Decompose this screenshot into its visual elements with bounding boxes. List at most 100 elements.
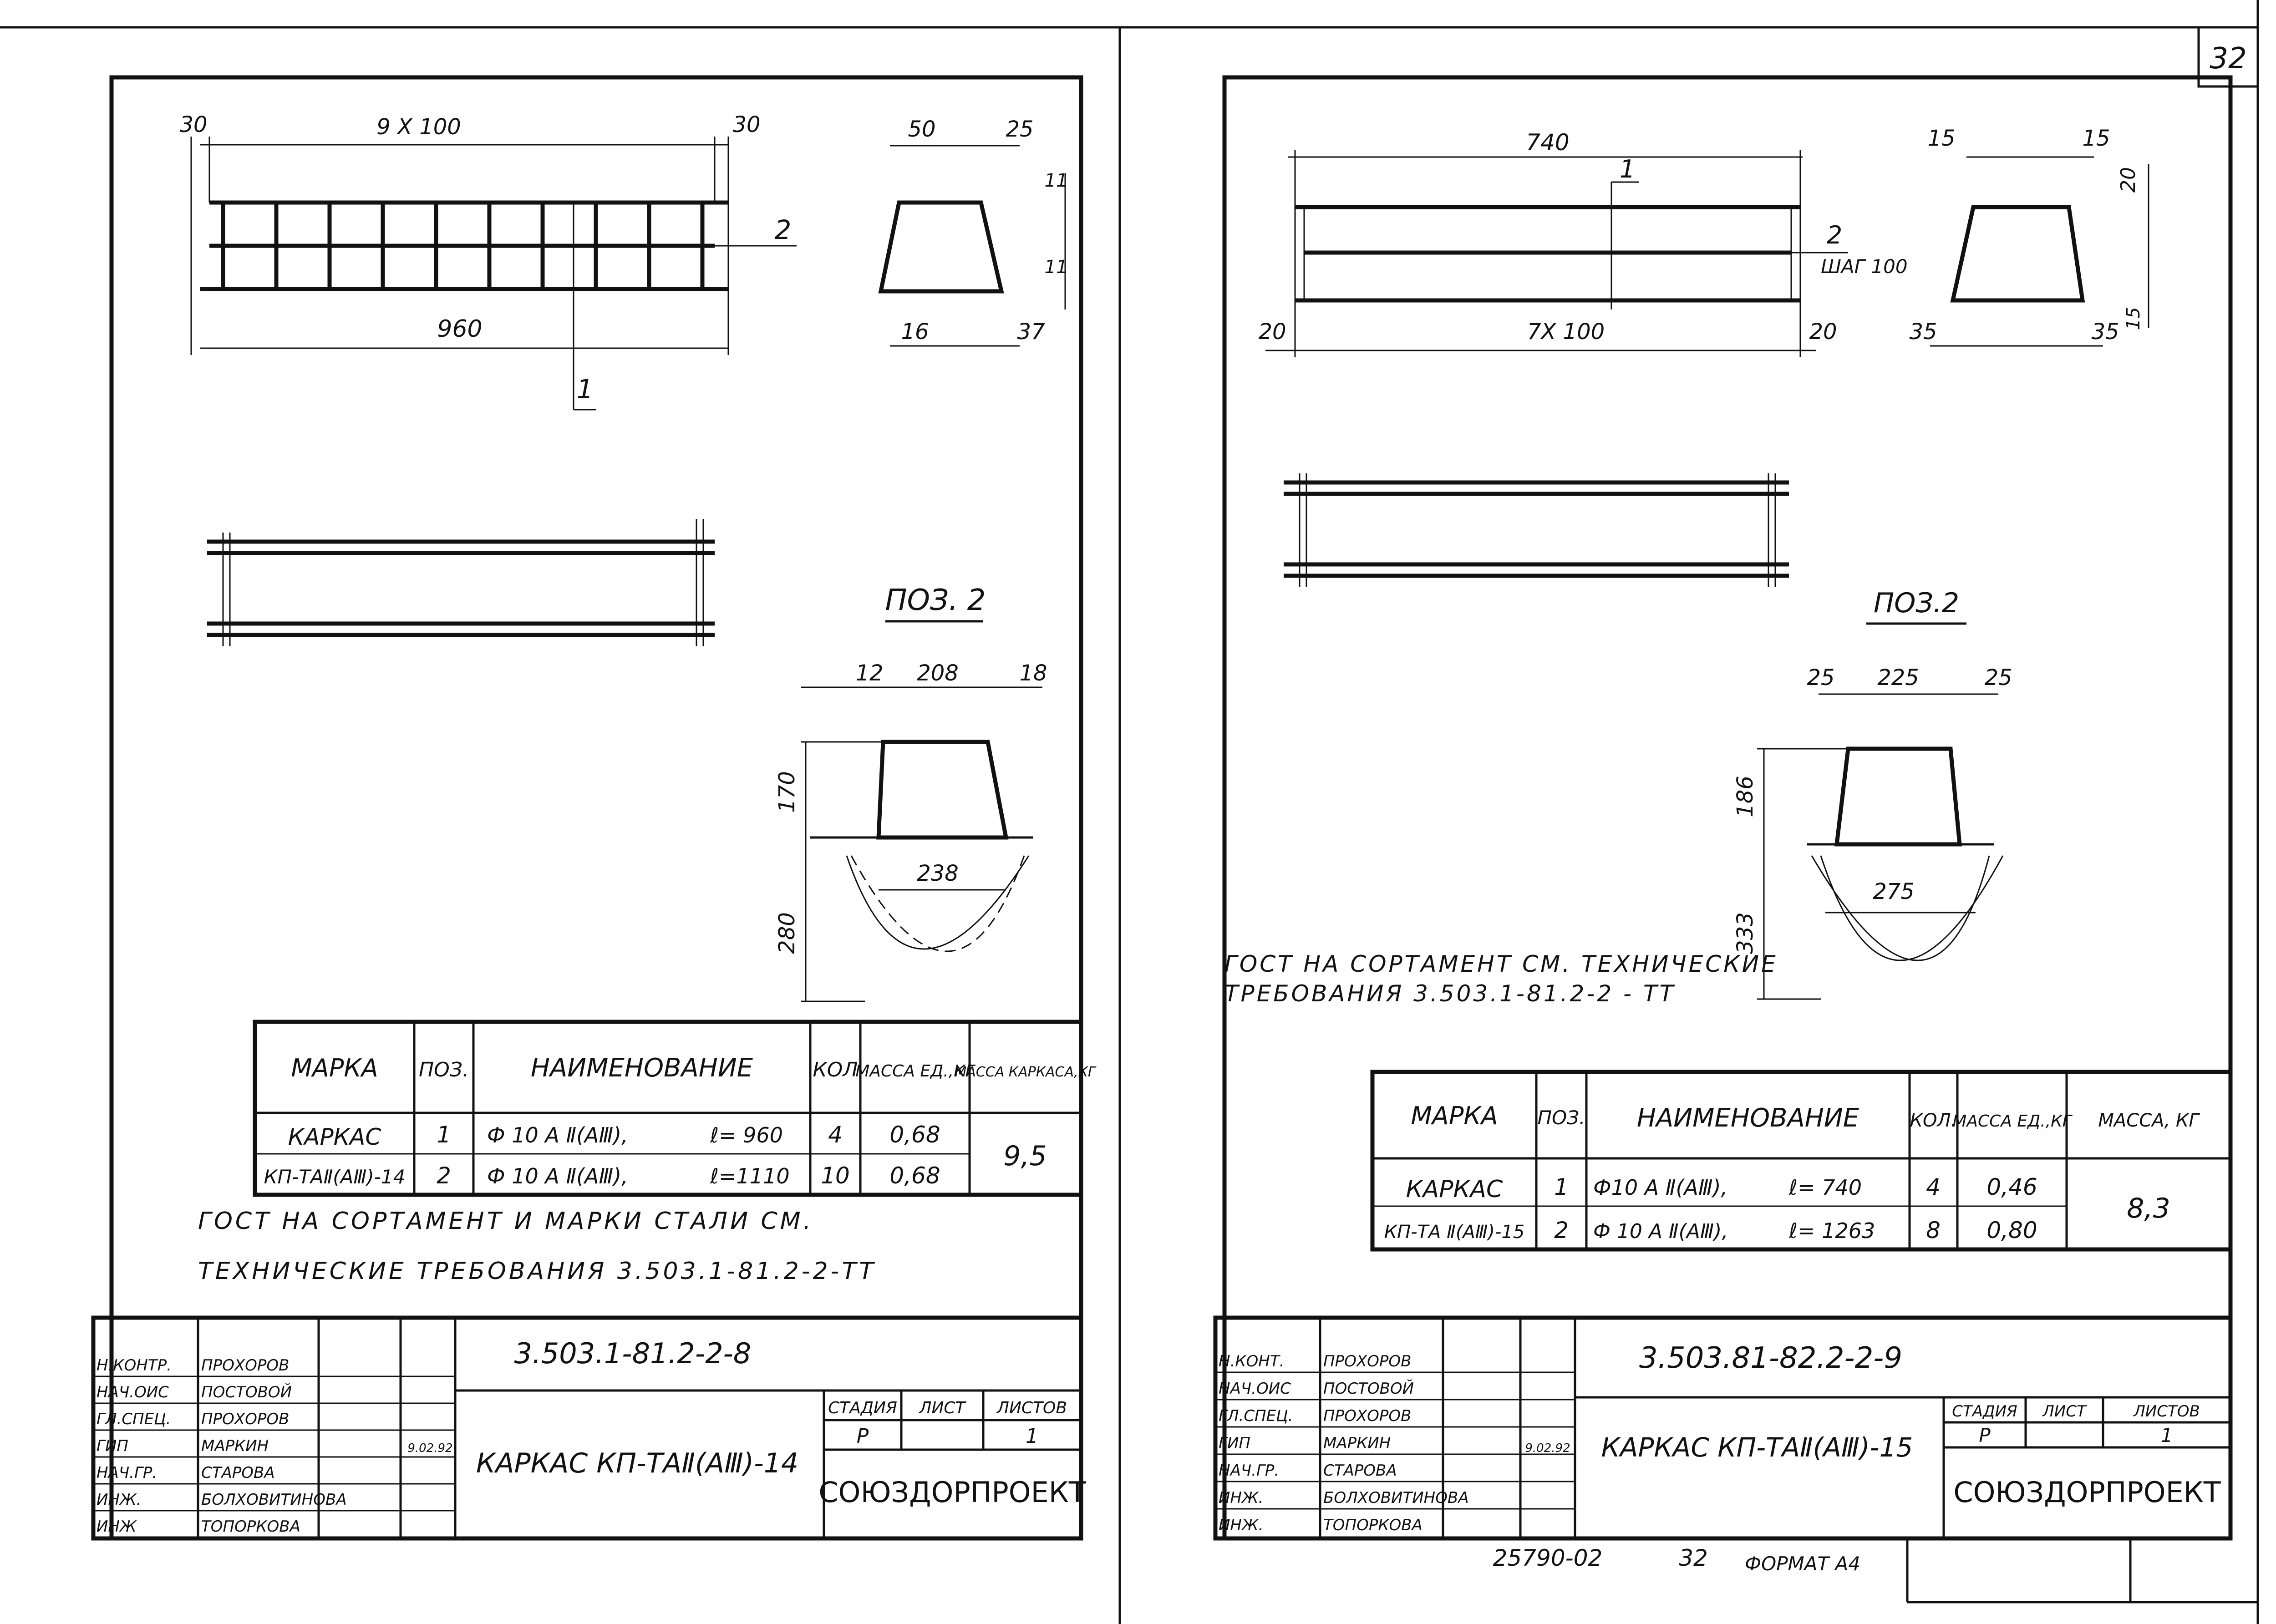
right-doc-title: КАРКАС КП-ТАⅡ(АⅢ)-15 xyxy=(1601,1432,1913,1463)
pos-1-label-right: 1 xyxy=(1620,155,1635,183)
dim-11-top: 11 xyxy=(1045,170,1068,191)
dim-20-left: 20 xyxy=(1258,319,1286,345)
stamp-role: ИНЖ xyxy=(97,1517,137,1536)
dim-20-right: 20 xyxy=(1809,319,1837,345)
left-th-mass-total: МАССА КАРКАСА,КГ xyxy=(955,1064,1096,1080)
left-sheets-header: ЛИСТОВ xyxy=(996,1399,1067,1417)
left-total-mass: 9,5 xyxy=(1003,1140,1047,1172)
page-number-box xyxy=(2197,26,2259,88)
right-stamp-date: 9.02.92 xyxy=(1525,1441,1570,1455)
dim-30-right: 30 xyxy=(732,112,760,137)
left-row1-qty: 4 xyxy=(828,1122,843,1148)
footer-page-number: 32 xyxy=(1679,1545,1708,1571)
right-row1-len: ℓ= 740 xyxy=(1788,1175,1862,1200)
stamp-role: ГИП xyxy=(1219,1434,1250,1452)
right-row2-qty: 8 xyxy=(1926,1217,1941,1243)
stamp-name: СТАРОВА xyxy=(201,1464,275,1482)
stamp-name: ПОСТОВОЙ xyxy=(201,1383,292,1401)
dim-280: 280 xyxy=(774,912,800,954)
right-sheets-header: ЛИСТОВ xyxy=(2133,1402,2200,1421)
right-sheet: 740 1 2 ШАГ 100 20 7Х 100 20 15 15 20 35… xyxy=(1213,75,2258,1604)
left-note-line2: ТЕХНИЧЕСКИЕ ТРЕБОВАНИЯ 3.503.1-81.2-2-ТТ xyxy=(198,1258,876,1285)
right-poz2-detail: ПОЗ.2 25 225 25 186 275 333 xyxy=(1732,587,2012,1000)
stamp-role: ИНЖ. xyxy=(1219,1489,1263,1507)
right-th-mass-total: МАССА, КГ xyxy=(2098,1110,2200,1131)
dim-37: 37 xyxy=(1017,319,1045,345)
left-th-pos: ПОЗ. xyxy=(419,1058,469,1081)
right-note-line1: ГОСТ НА СОРТАМЕНТ СМ. ТЕХНИЧЕСКИЕ xyxy=(1224,951,1778,977)
left-frame-side xyxy=(207,519,715,646)
right-th-pos: ПОЗ. xyxy=(1538,1106,1585,1129)
stamp-role: НАЧ.ОИС xyxy=(97,1383,169,1401)
right-row2-pos: 2 xyxy=(1554,1217,1569,1243)
left-sheet-header: ЛИСТ xyxy=(918,1399,966,1417)
dim-275: 275 xyxy=(1873,879,1915,904)
poz2-title-right: ПОЗ.2 xyxy=(1874,587,1959,619)
left-th-mark: МАРКА xyxy=(291,1054,378,1082)
stamp-name: ПРОХОРОВ xyxy=(201,1410,289,1428)
left-stamp-date: 9.02.92 xyxy=(407,1441,452,1455)
dim-740: 740 xyxy=(1526,129,1569,156)
right-note-line2: ТРЕБОВАНИЯ 3.503.1-81.2-2 - ТТ xyxy=(1224,980,1676,1007)
left-stage-header: СТАДИЯ xyxy=(828,1399,897,1417)
stamp-name: ТОПОРКОВА xyxy=(201,1517,300,1536)
dim-208: 208 xyxy=(917,660,959,686)
right-row2-mass: 0,80 xyxy=(1986,1217,2037,1243)
left-row2-name: Ф 10 А Ⅱ(АⅢ), xyxy=(487,1164,628,1188)
dim-25-right: 25 xyxy=(1984,665,2012,690)
dim-16: 16 xyxy=(901,319,929,345)
left-mark-line2: КП-ТАⅡ(АⅢ)-14 xyxy=(264,1166,406,1188)
stamp-role: ИНЖ. xyxy=(97,1491,141,1509)
dim-960: 960 xyxy=(437,315,482,343)
stamp-name: БОЛХОВИТИНОВА xyxy=(201,1491,347,1509)
dim-25-left: 25 xyxy=(1807,665,1834,690)
stamp-name: ПРОХОРОВ xyxy=(1323,1352,1411,1370)
poz2-title: ПОЗ. 2 xyxy=(885,584,986,617)
right-mark-line2: КП-ТА Ⅱ(АⅢ)-15 xyxy=(1384,1222,1525,1243)
dim-15-section: 15 xyxy=(2123,307,2144,330)
right-org-name: СОЮЗДОРПРОЕКТ xyxy=(1953,1476,2221,1509)
dim-50: 50 xyxy=(908,117,935,142)
stamp-role: НАЧ.ГР. xyxy=(1219,1462,1279,1480)
right-doc-code: 3.503.81-82.2-2-9 xyxy=(1639,1341,1902,1375)
stamp-role: НАЧ.ГР. xyxy=(97,1464,157,1482)
left-row2-len: ℓ=1110 xyxy=(710,1164,790,1188)
dim-12: 12 xyxy=(855,660,883,686)
stamp-name: МАРКИН xyxy=(1323,1434,1391,1452)
dim-7x100: 7Х 100 xyxy=(1527,319,1605,345)
dim-35-left: 35 xyxy=(1909,319,1937,345)
dim-225: 225 xyxy=(1877,665,1919,690)
dim-18: 18 xyxy=(1019,660,1047,686)
right-sheets-value: 1 xyxy=(2161,1424,2173,1446)
left-row2-pos: 2 xyxy=(437,1162,451,1189)
dim-186: 186 xyxy=(1732,776,1758,817)
dim-170: 170 xyxy=(774,771,800,813)
stamp-role: ГИП xyxy=(97,1437,128,1455)
left-th-mass-unit: МАССА ЕД.,КГ xyxy=(855,1062,975,1081)
dim-9x100: 9 X 100 xyxy=(376,114,461,140)
stamp-role: Н.КОНТ. xyxy=(1219,1352,1284,1370)
stamp-role: НАЧ.ОИС xyxy=(1219,1380,1291,1398)
right-frame-plan: 740 1 2 ШАГ 100 20 7Х 100 20 xyxy=(1258,129,1908,357)
left-doc-title: КАРКАС КП-ТАⅡ(АⅢ)-14 xyxy=(476,1447,798,1479)
left-th-qty: КОЛ xyxy=(813,1058,858,1081)
left-stage-value: Р xyxy=(857,1425,869,1448)
left-mark-line1: КАРКАС xyxy=(288,1124,381,1150)
dim-25: 25 xyxy=(1006,117,1033,142)
pos-2-label-right: 2 xyxy=(1827,221,1842,249)
right-total-mass: 8,3 xyxy=(2127,1193,2170,1224)
right-row1-mass: 0,46 xyxy=(1986,1174,2037,1200)
left-row2-mass: 0,68 xyxy=(889,1162,940,1189)
left-row1-mass: 0,68 xyxy=(889,1122,940,1148)
dim-15-left: 15 xyxy=(1927,126,1955,151)
footer-format: ФОРМАТ А4 xyxy=(1745,1553,1860,1575)
dim-15-right: 15 xyxy=(2082,126,2110,151)
stamp-name: ПОСТОВОЙ xyxy=(1323,1379,1414,1398)
right-th-mark: МАРКА xyxy=(1411,1101,1498,1130)
left-sheet: 30 9 X 100 30 960 2 1 50 25 11 11 16 37 xyxy=(91,75,1097,1541)
left-frame-plan: 30 9 X 100 30 960 2 1 xyxy=(179,112,797,411)
left-spec-table: МАРКА ПОЗ. НАИМЕНОВАНИЕ КОЛ МАССА ЕД.,КГ… xyxy=(253,1020,1097,1197)
right-row2-len: ℓ= 1263 xyxy=(1788,1218,1875,1243)
